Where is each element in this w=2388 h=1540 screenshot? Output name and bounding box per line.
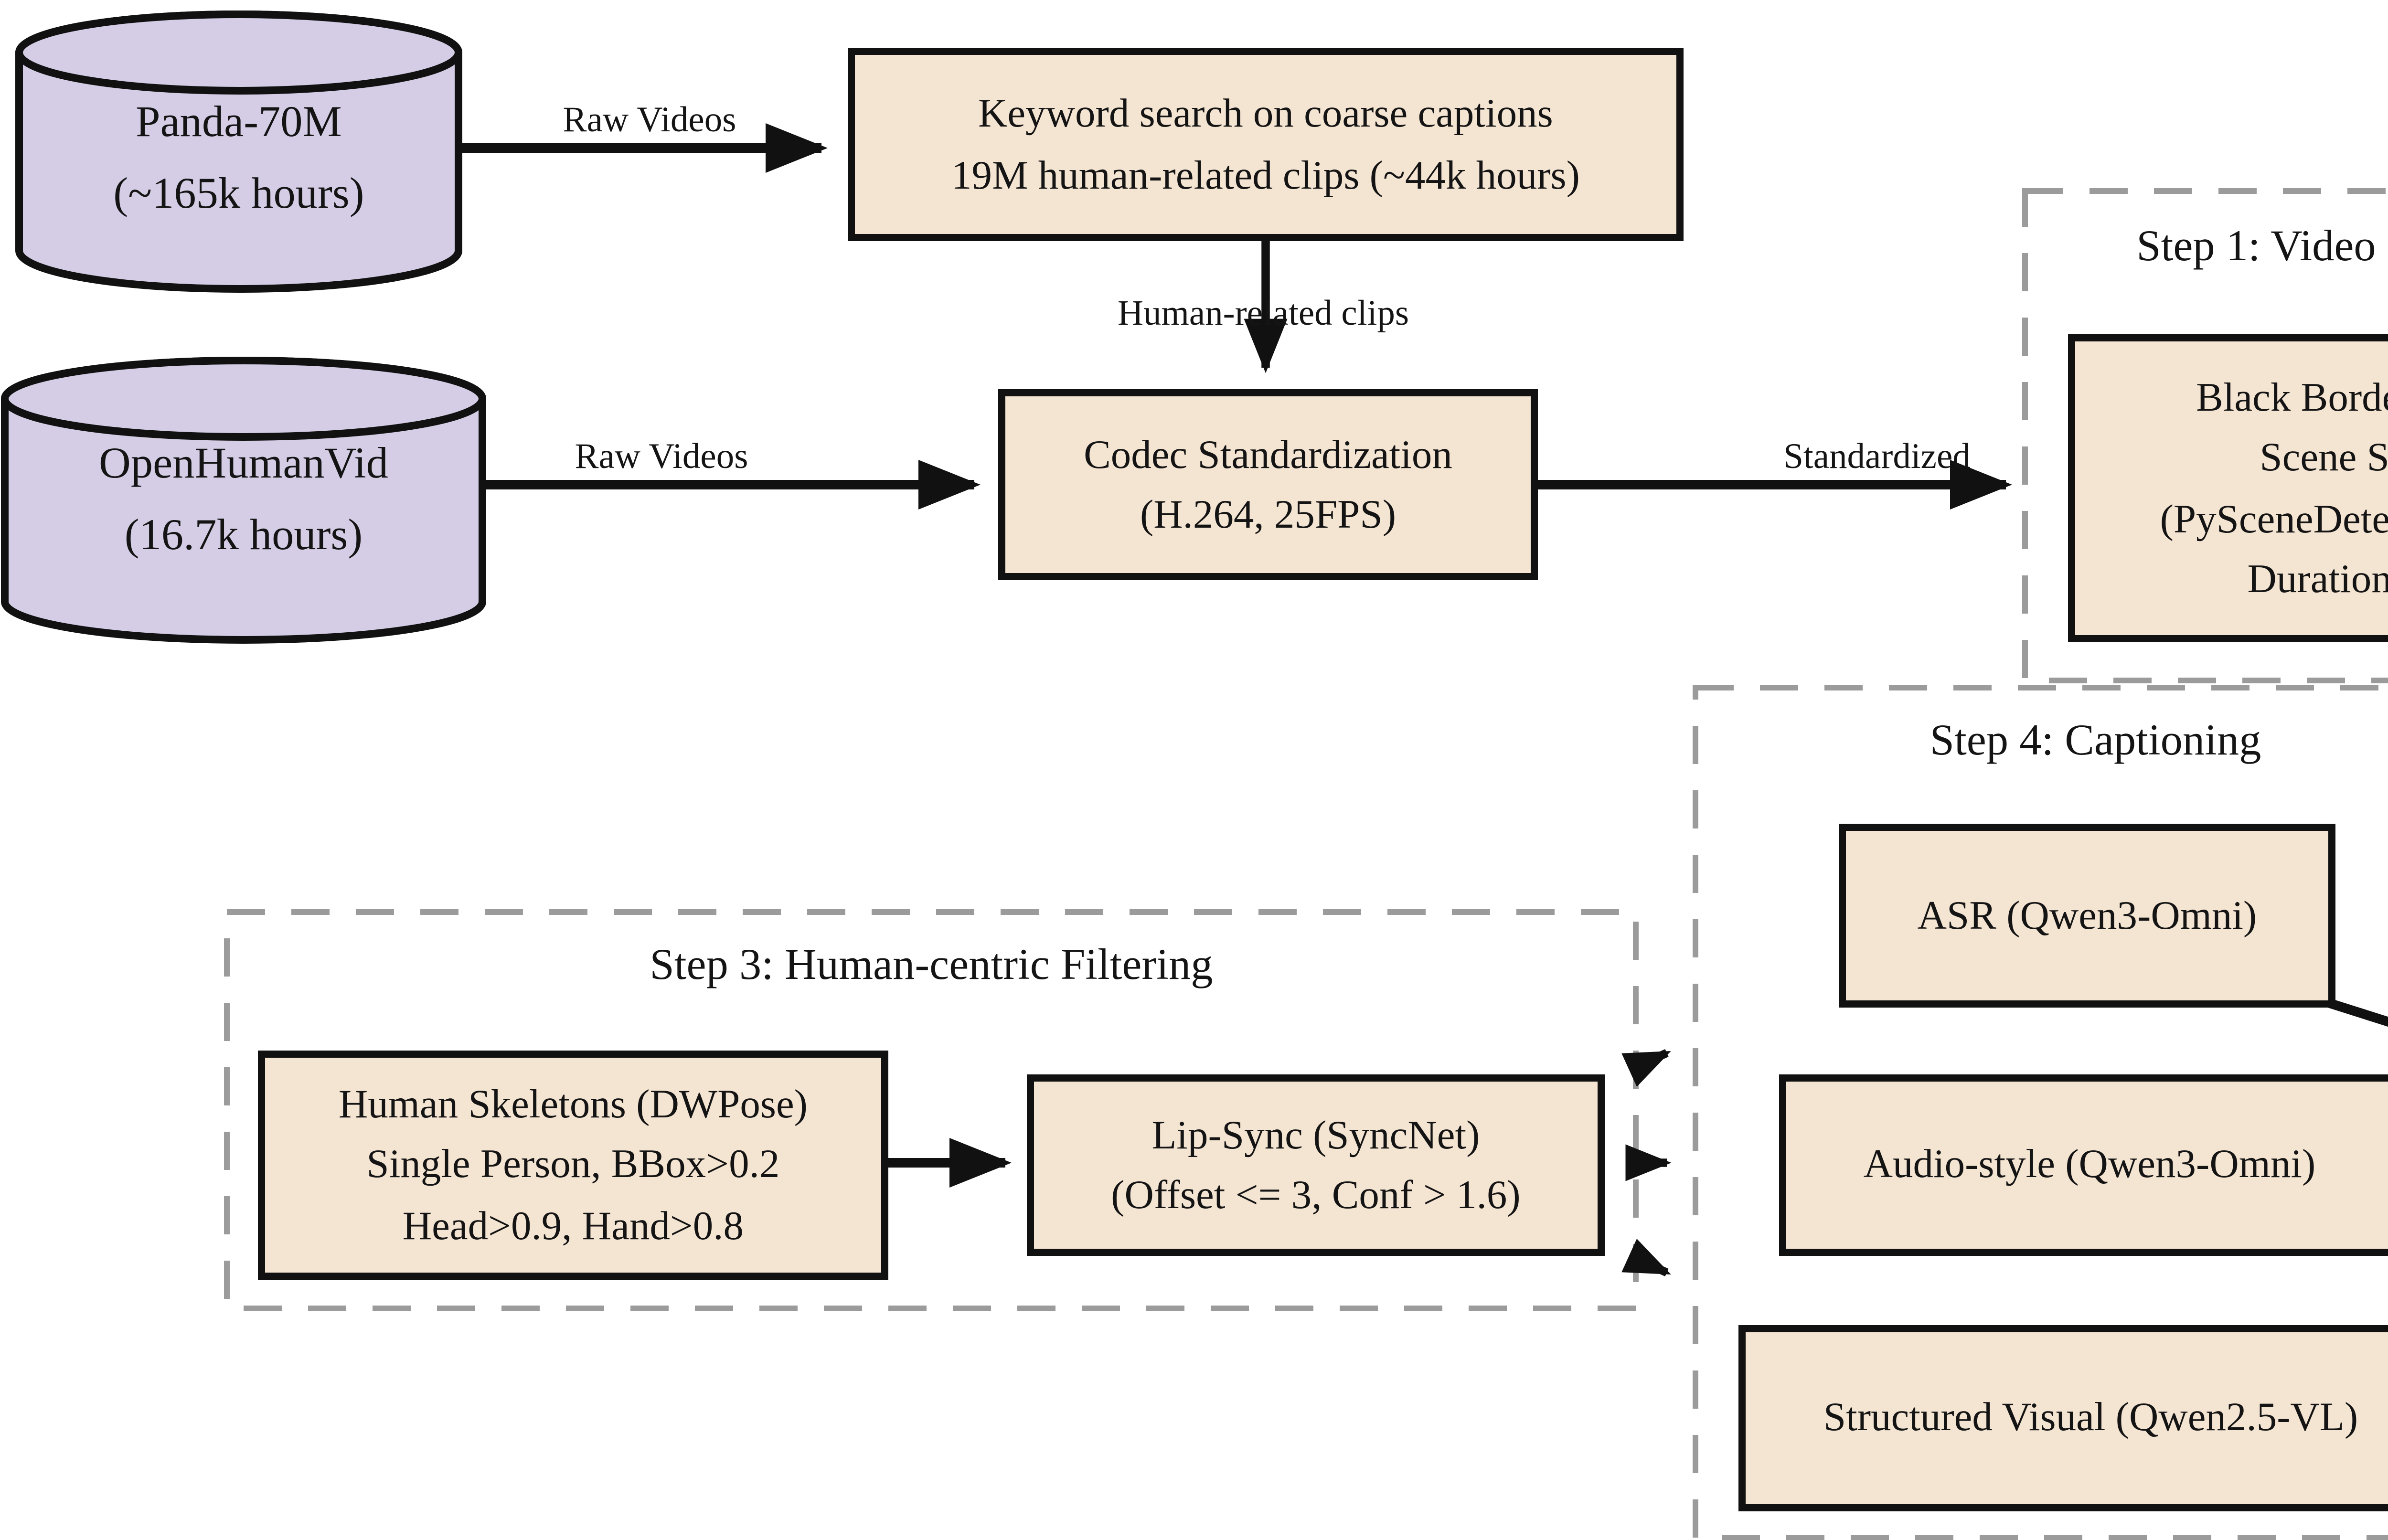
edge-label-raw-videos-top: Raw Videos [563, 103, 736, 141]
step4-group-border [1693, 685, 2388, 1540]
step3-to-structured-visual-arrow [1621, 1239, 1671, 1276]
keyword-search-node: Keyword search on coarse captions 19M hu… [848, 48, 1684, 241]
asr-to-talkverse-arrow [2326, 998, 2388, 1027]
asr-node: ASR (Qwen3-Omni) [1839, 824, 2335, 1008]
step3-to-asr-arrow [1621, 1049, 1671, 1087]
human-skeletons-label: Human Skeletons (DWPose) Single Person, … [338, 1081, 808, 1248]
asr-label: ASR (Qwen3-Omni) [1917, 892, 2257, 938]
edge-label-human-related-clips: Human-related clips [1117, 296, 1409, 334]
video-preprocessing-node: Black Border Removal Scene Splitting (Py… [2068, 334, 2388, 642]
step1-group-border [2022, 188, 2388, 683]
panda-70m-label: Panda-70M (~165k hours) [113, 100, 364, 220]
human-skeletons-node: Human Skeletons (DWPose) Single Person, … [258, 1051, 888, 1280]
codec-standardization-node: Codec Standardization (H.264, 25FPS) [998, 389, 1538, 580]
openhumanvid-label: OpenHumanVid (16.7k hours) [99, 442, 388, 561]
edge-label-raw-videos-bottom: Raw Videos [575, 439, 748, 478]
video-preprocessing-label: Black Border Removal Scene Splitting (Py… [2160, 373, 2388, 602]
edge-label-standardized: Standardized [1783, 439, 1971, 478]
openhumanvid-database-shape [0, 357, 486, 644]
audio-style-node: Audio-style (Qwen3-Omni) [1779, 1074, 2388, 1256]
lip-sync-node: Lip-Sync (SyncNet) (Offset <= 3, Conf > … [1027, 1074, 1605, 1256]
structured-visual-node: Structured Visual (Qwen2.5-VL) [1738, 1325, 2388, 1511]
step3-title: Step 3: Human-centric Filtering [650, 943, 1213, 991]
panda-70m-database-shape [15, 11, 462, 293]
structured-visual-label: Structured Visual (Qwen2.5-VL) [1823, 1395, 2358, 1441]
codec-standardization-label: Codec Standardization (H.264, 25FPS) [1084, 431, 1452, 538]
audio-style-label: Audio-style (Qwen3-Omni) [1863, 1142, 2316, 1188]
lip-sync-label: Lip-Sync (SyncNet) (Offset <= 3, Conf > … [1111, 1111, 1521, 1218]
step4-title: Step 4: Captioning [1930, 719, 2261, 766]
keyword-search-label: Keyword search on coarse captions 19M hu… [951, 91, 1580, 197]
step1-title: Step 1: Video Preprocessing [2136, 224, 2388, 272]
